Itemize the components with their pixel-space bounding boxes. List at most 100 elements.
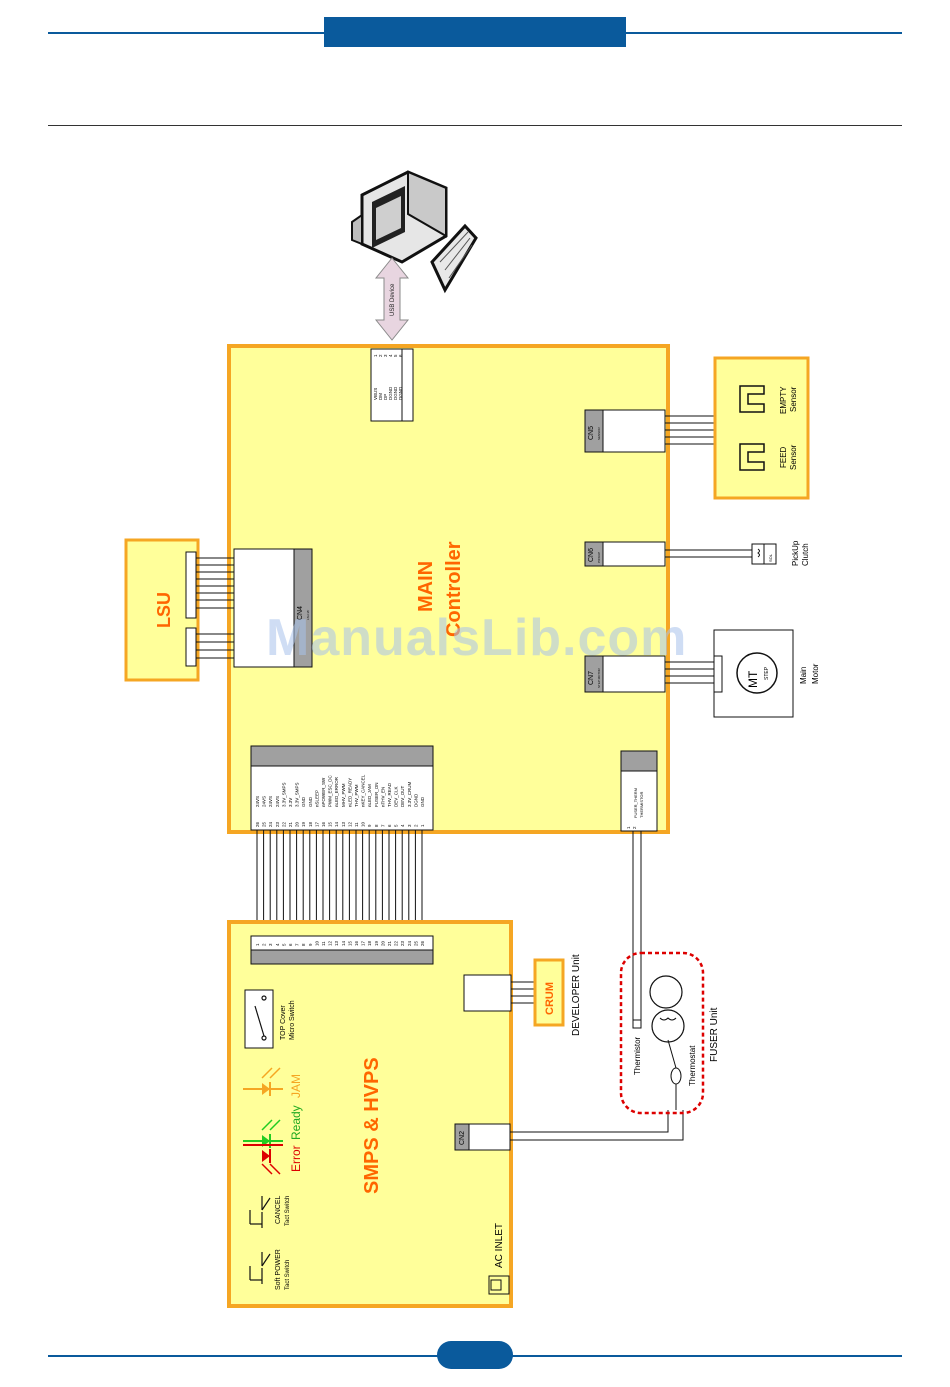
empty-sensor-label-1: EMPTY: [779, 386, 788, 414]
smps-pin-number: 14: [341, 940, 346, 946]
main-pin-number: 8: [374, 824, 379, 827]
main-pin-number: 22: [281, 821, 286, 827]
main-pin-number: 23: [275, 821, 280, 827]
main-signal-label: DEV_OUT: [400, 785, 405, 807]
usb-pin-label: DGND: [393, 386, 398, 400]
fuser-roller-lower-icon: [651, 1009, 685, 1043]
cn6-label: CN6: [588, 548, 595, 562]
main-signal-label: 3.3V_SMPS: [295, 782, 300, 807]
smps-pin-number: 11: [321, 941, 326, 946]
main-signal-label: MHV_PWM: [341, 783, 346, 807]
main-signal-label: DGND: [413, 793, 418, 807]
jam-label: JAM: [289, 1074, 303, 1098]
cn4-label: CN4: [297, 606, 304, 620]
usb-pin-label: DGND: [398, 386, 403, 400]
motor-mt-label: MT: [746, 670, 760, 688]
main-signal-label: nPOWER_SW: [321, 777, 326, 807]
usb-pin-number: 6: [398, 354, 403, 357]
thermistor-wires: [632, 831, 642, 1020]
smps-pin-number: 16: [354, 940, 359, 946]
main-signal-label: 24VS: [255, 796, 260, 807]
footer-page-badge: [437, 1341, 513, 1369]
main-pin-number: 21: [288, 821, 293, 827]
watermark: ManualsLib.com: [266, 609, 688, 667]
main-controller-subtitle: Controller: [443, 541, 465, 637]
cn2-label: CN2: [459, 1131, 466, 1145]
cn6-wires: [665, 549, 752, 558]
main-pin-number: 24: [268, 821, 273, 827]
usb-pin-number: 3: [383, 354, 388, 357]
main-signal-label: 24VS: [268, 796, 273, 807]
feed-sensor-icon: [739, 443, 765, 471]
fuser-pin-number: 2: [632, 826, 637, 829]
main-signal-list: 24VS2624VS2524VS2424VS233.3V_SMPS223.3V2…: [255, 774, 425, 827]
main-signal-label: nLED_READY: [347, 778, 352, 807]
crum-connector[interactable]: [463, 974, 512, 1012]
cn7-sublabel: STEP MOTOR: [597, 667, 601, 688]
cn5-sublabel: SENSOR: [597, 426, 601, 440]
main-signal-label: GND: [301, 796, 306, 807]
cn5-label: CN5: [588, 426, 595, 440]
smps-pin-number: 20: [380, 940, 385, 946]
main-signal-label: PWM_ESC_DC: [328, 774, 333, 807]
header-bar: [324, 17, 626, 47]
main-pin-number: 12: [347, 821, 352, 827]
main-signal-label: FUSER_ON: [374, 782, 379, 807]
main-signal-label: 24VS: [262, 796, 267, 807]
smps-pin-number: 24: [407, 940, 412, 946]
main-signal-label: 3.3V: [288, 798, 293, 807]
cancel-switch-icon[interactable]: [249, 1196, 271, 1228]
smps-pin-number: 7: [295, 943, 300, 946]
empty-sensor-icon: [739, 385, 765, 413]
main-pin-number: 7: [380, 824, 385, 827]
lsu-label: LSU: [154, 592, 174, 628]
fuser-unit-outline: [619, 951, 705, 1115]
smps-pin-number: 9: [308, 943, 313, 946]
main-pin-number: 25: [262, 821, 267, 827]
main-signal-label: nTHV_EN: [380, 787, 385, 807]
main-signal-label: 24VS: [275, 796, 280, 807]
empty-sensor-label-2: Sensor: [789, 386, 798, 412]
power-label-1: Soft POWER: [275, 1249, 282, 1290]
main-controller-title: MAIN: [415, 561, 437, 612]
main-signal-label: THV_READ: [387, 782, 392, 807]
power-switch-icon[interactable]: [249, 1252, 271, 1284]
cn6-sublabel: PICKUP: [597, 552, 601, 563]
usb-pin-number: 2: [378, 354, 383, 357]
smps-pin-number: 6: [288, 943, 293, 946]
main-pin-number: 20: [295, 821, 300, 827]
top-cover-label-2: Micro Switch: [289, 1000, 296, 1040]
main-signal-label: 3.3V_CRUM: [407, 781, 412, 807]
main-pin-number: 19: [301, 821, 306, 827]
main-pin-number: 14: [334, 821, 339, 827]
smps-hvps-title: SMPS & HVPS: [361, 1057, 383, 1194]
main-signal-label: nKEY_CANCEL: [361, 774, 366, 807]
micro-switch-icon: [254, 995, 267, 1041]
main-pin-number: 5: [394, 824, 399, 827]
header-rule: [48, 125, 902, 126]
usb-connection-arrow: [374, 257, 410, 341]
smps-pin-number: 12: [328, 940, 333, 946]
developer-unit-label: DEVELOPER Unit: [571, 954, 582, 1036]
smps-pin-number: 21: [387, 940, 392, 946]
solenoid-label: SOL: [768, 553, 773, 562]
fuser-unit-label: FUSER Unit: [709, 1007, 720, 1062]
smps-pin-number: 18: [367, 940, 372, 946]
power-label-2: Tact Switch: [285, 1260, 291, 1290]
motor-step-label: STEP: [764, 666, 770, 680]
main-pin-number: 6: [387, 824, 392, 827]
sensor-board: [713, 356, 810, 500]
smps-pin-number: 5: [281, 943, 286, 946]
thermistor-icon: [632, 1019, 642, 1029]
smps-pin-number: 10: [314, 940, 319, 946]
cn2-wires: [510, 1110, 684, 1141]
ac-inlet-icon: [488, 1275, 510, 1295]
fuser-roller-upper-icon: [649, 975, 683, 1009]
main-motor-label-2: Motor: [811, 663, 820, 684]
cn4-sublabel: LSU I/F: [306, 610, 310, 620]
main-signal-label: 3.3V_SMPS: [281, 782, 286, 807]
fuser-therm-label: FUSER_THERM: [633, 788, 638, 818]
main-pin-number: 17: [314, 821, 319, 827]
